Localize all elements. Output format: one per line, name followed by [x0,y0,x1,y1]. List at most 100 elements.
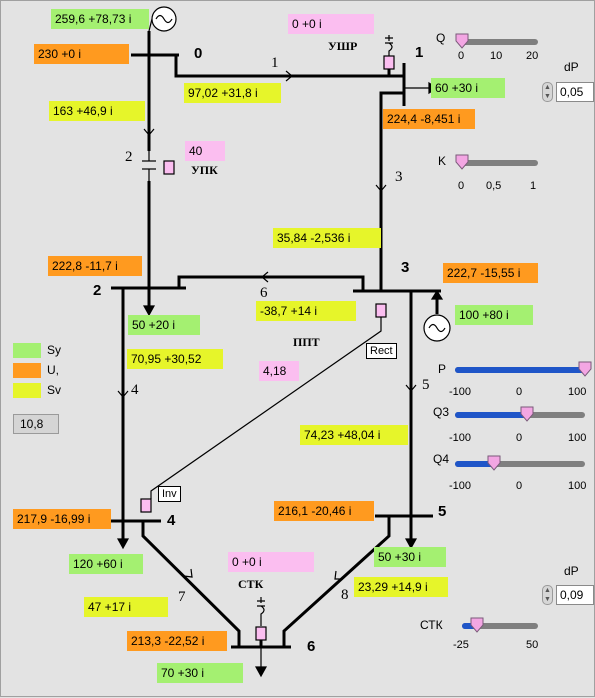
branch-7-arrow [183,568,193,578]
slider-q3[interactable] [455,406,585,422]
slider-stk-fill [462,623,478,629]
ushr-label: УШР [328,39,358,53]
branch-2-label: 2 [125,149,133,165]
slider-q3-tick: 100 [568,432,587,444]
branch-5-arrow [405,384,417,392]
slider-q3-thumb[interactable] [520,406,534,422]
legend-sv-swatch [13,383,41,398]
ushr-power: 0 +0 i [288,14,374,34]
stk-switch [255,626,267,641]
stk-reactor [257,597,265,626]
dp-top-field[interactable]: 0,05 [556,82,594,102]
load6-arrow [254,666,268,678]
bus-3-label: 3 [401,259,410,276]
ppt-label: ППТ [293,335,320,349]
gen0-power: 259,6 +78,73 i [51,9,149,29]
slider-stk-thumb[interactable] [470,617,484,633]
slider-p-tick: 0 [516,386,523,398]
legend-u-text: U, [47,363,59,377]
branch-1-line [174,55,404,78]
bus-1-label: 1 [415,44,424,61]
slider-q3-label: Q3 [433,405,450,419]
slider-stk-tick: -25 [453,639,469,651]
slider-q-tick: 20 [526,50,539,62]
slider-p-tick: -100 [449,386,472,398]
ppt-value: 4,18 [259,361,299,381]
rect-tag: Rect [366,343,397,359]
slider-q3-tick: -100 [449,432,472,444]
slider-q-tick: 10 [490,50,503,62]
dp-top-control[interactable]: ▲▼ 0,05 [542,82,594,102]
slider-k-tick: 1 [530,180,537,192]
slider-q4[interactable] [455,455,585,471]
branch-7-line [141,521,241,647]
slider-q-thumb[interactable] [455,33,469,49]
slider-q4-tick: 100 [568,480,587,492]
slider-p-fill [455,367,585,373]
slider-stk-label: СТК [420,618,443,632]
slider-q4-fill [455,461,494,467]
branch-3-line [379,91,404,291]
bus4-load: 120 +60 i [69,554,143,574]
bus-5-label: 5 [438,503,447,520]
slider-k-label: K [438,154,447,168]
legend-sv-text: Sv [47,383,62,397]
value-display: 10,8 [13,414,59,434]
branch-6-line [177,275,365,291]
stk-power: 0 +0 i [228,552,314,572]
branch-6-label: 6 [260,285,268,301]
slider-p-label: P [438,362,447,376]
bus-0-label: 0 [194,45,203,62]
bus1-load: 60 +30 i [431,78,505,98]
branch-8-label: 8 [341,587,349,603]
dp-bottom-field[interactable]: 0,09 [556,585,594,605]
slider-k[interactable] [455,154,538,170]
flow-4-6: 47 +17 i [84,597,168,617]
branch-3-label: 3 [395,169,403,185]
gen3-power: 100 +80 i [455,305,533,325]
slider-p-thumb[interactable] [578,361,592,377]
ushr-switch [383,55,395,70]
flow-0-1: 97,02 +31,8 i [184,83,281,103]
slider-q[interactable] [455,33,538,49]
bus-6-label: 6 [307,638,316,655]
bus1-voltage: 224,4 -8,451 i [383,109,475,129]
flow-5-6: 23,29 +14,9 i [354,577,448,597]
branch-6-arrow [261,271,269,283]
slider-q4-label: Q4 [433,452,450,466]
bus6-load: 70 +30 i [157,663,243,683]
upk-label: УПК [191,163,218,177]
flow-1-3: 35,84 -2,536 i [273,228,381,248]
branch-8-arrow [334,570,343,580]
slider-stk-tick: 50 [526,639,539,651]
branch-2-arrow [143,128,155,136]
branch-4-arrow [117,390,129,398]
slider-q4-thumb[interactable] [487,455,501,471]
slider-stk[interactable] [462,617,538,633]
flow-0-2: 163 +46,9 i [49,101,145,121]
hvdc-line [150,316,382,499]
bus2-voltage: 222,8 -11,7 i [48,256,142,276]
slider-q3-tick: 0 [516,432,523,444]
load5-arrow [404,538,418,550]
inv-converter [140,498,152,513]
slider-k-tick: 0,5 [486,180,502,192]
bus5-voltage: 216,1 -20,46 i [274,501,374,521]
upk-value: 40 [185,141,225,161]
flow-2-4: 70,95 +30,52 [127,349,223,369]
dp-top-spinner[interactable]: ▲▼ [542,82,553,102]
branch-1-label: 1 [271,55,279,71]
slider-q4-tick: 0 [516,480,523,492]
slider-k-thumb[interactable] [455,154,469,170]
branch-7-label: 7 [178,589,186,605]
dp-bottom-control[interactable]: ▲▼ 0,09 [542,585,594,605]
upk-switch [163,160,175,175]
branch-5-label: 5 [422,377,430,393]
bus-4-label: 4 [167,512,176,529]
slider-p-tick: 100 [568,386,587,398]
slider-p[interactable] [455,361,592,377]
legend-sy-text: Sy [47,343,62,357]
dp-bottom-spinner[interactable]: ▲▼ [542,585,553,605]
